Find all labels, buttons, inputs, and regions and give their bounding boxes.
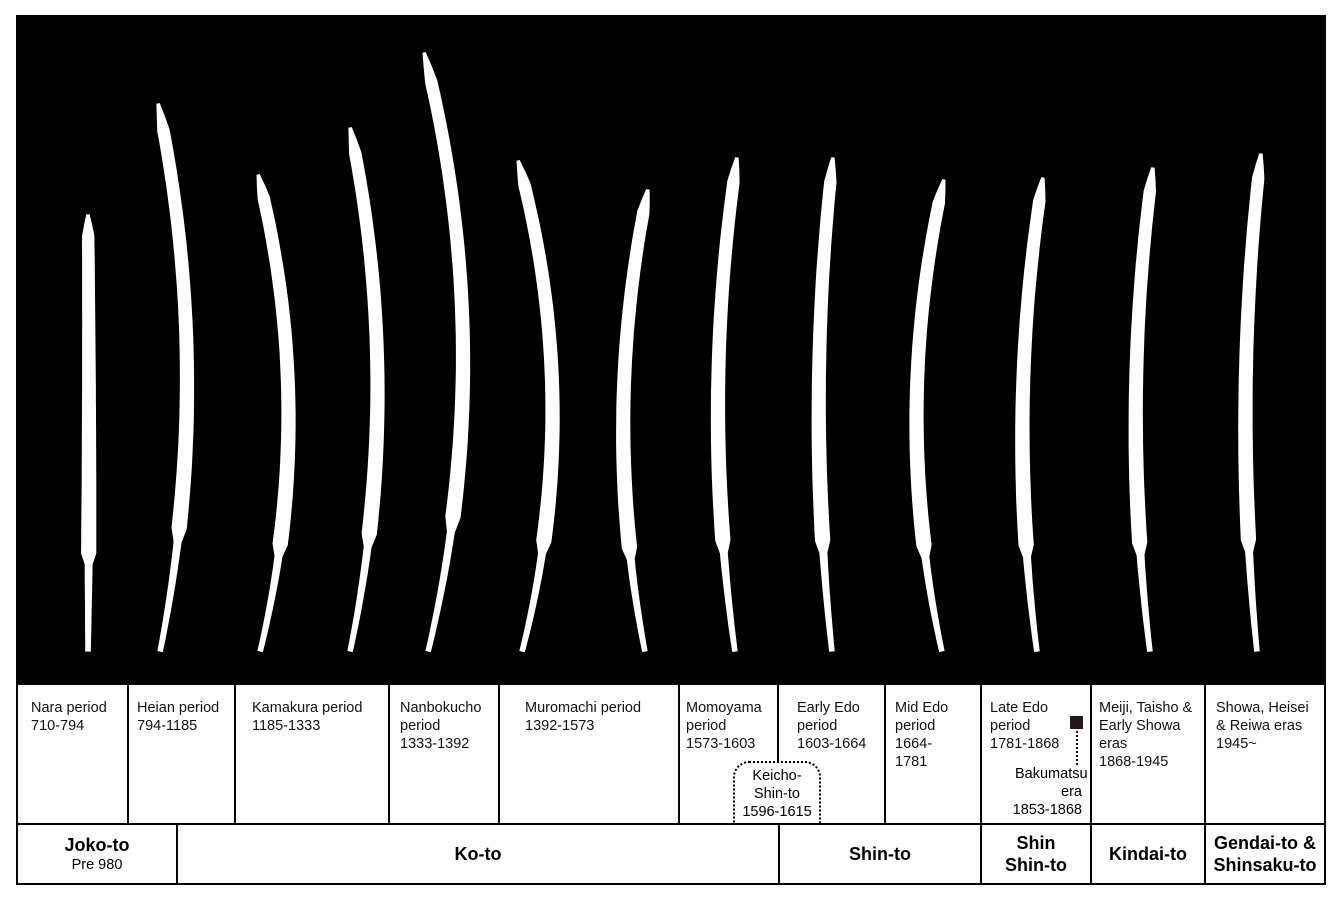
period-kamakura: Kamakura period 1185-1333 — [236, 685, 390, 823]
category-sub: Pre 980 — [71, 857, 123, 873]
category-shin-to: Shin-to — [780, 825, 982, 883]
keicho-shinto-label: Keicho-Shin-to 1596-1615 — [733, 761, 821, 823]
period-nanbokucho: Nanbokucho period 1333-1392 — [390, 685, 500, 823]
period-name: Mid Edo period — [895, 700, 949, 734]
bakumatsu-name: Bakumatsu era — [1015, 766, 1088, 800]
period-years: 1185-1333 — [252, 718, 321, 734]
period-years: 1781-1868 — [990, 736, 1060, 752]
sword-7 — [615, 188, 651, 654]
period-years: 1392-1573 — [525, 718, 595, 734]
sword-10 — [908, 178, 947, 654]
period-nara: Nara period 710-794 — [18, 685, 129, 823]
period-name: Momoyama period — [686, 700, 762, 734]
category-name: Shin-to — [849, 844, 911, 864]
bakumatsu-years: 1853-1868 — [1012, 802, 1082, 818]
category-name: Shin Shin-to — [1005, 833, 1067, 875]
period-showa-heisei-reiwa: Showa, Heisei & Reiwa eras 1945~ — [1206, 685, 1324, 823]
period-name: Showa, Heisei & Reiwa eras — [1216, 700, 1309, 734]
period-muromachi: Muromachi period 1392-1573 — [500, 685, 680, 823]
sword-2 — [155, 102, 195, 654]
bakumatsu-connector — [1076, 731, 1078, 765]
sword-8 — [710, 156, 741, 653]
category-gendai-shinsaku-to: Gendai-to & Shinsaku-to — [1206, 825, 1324, 883]
period-momoyama: Momoyama period 1573-1603 — [680, 685, 779, 823]
keicho-years: 1596-1615 — [742, 804, 812, 820]
period-name: Late Edo period — [990, 700, 1049, 734]
sword-9 — [810, 156, 838, 653]
sword-12 — [1127, 166, 1157, 653]
period-name: Early Edo period — [797, 700, 860, 734]
sword-6 — [515, 159, 561, 654]
period-name: Heian period — [137, 700, 220, 716]
period-years: 1664-1781 — [895, 736, 933, 770]
sword-3 — [255, 173, 297, 654]
period-meiji-taisho-showa: Meiji, Taisho & Early Showa eras 1868-194… — [1092, 685, 1206, 823]
period-name: Nara period — [31, 700, 107, 716]
period-years: 1868-1945 — [1099, 754, 1169, 770]
period-years: 710-794 — [31, 718, 85, 734]
period-years: 1603-1664 — [797, 736, 867, 752]
category-name: Ko-to — [454, 844, 502, 864]
period-name: Meiji, Taisho & Early Showa eras — [1099, 700, 1193, 752]
category-name: Joko-to — [64, 835, 130, 855]
sword-1 — [80, 213, 98, 653]
category-kindai-to: Kindai-to — [1092, 825, 1206, 883]
category-shin-shin-to: Shin Shin-to — [982, 825, 1092, 883]
sword-illustration-panel — [16, 15, 1326, 683]
sword-5 — [421, 51, 472, 654]
sword-11 — [1014, 176, 1047, 653]
period-late-edo: Late Edo period 1781-1868 — [982, 685, 1092, 823]
sword-silhouettes — [80, 51, 1266, 654]
period-name: Nanbokucho period — [400, 700, 482, 734]
category-ko-to: Ko-to — [178, 825, 780, 883]
period-years: 794-1185 — [137, 718, 198, 734]
period-heian: Heian period 794-1185 — [128, 685, 236, 823]
keicho-name: Keicho-Shin-to — [752, 768, 802, 802]
period-name: Kamakura period — [252, 700, 363, 716]
period-years: 1945~ — [1216, 736, 1257, 752]
period-name: Muromachi period — [525, 700, 642, 716]
period-early-edo: Early Edo period 1603-1664 — [779, 685, 886, 823]
period-years: 1333-1392 — [400, 736, 470, 752]
category-name: Gendai-to & Shinsaku-to — [1213, 833, 1317, 875]
sword-4 — [346, 126, 386, 654]
period-years: 1573-1603 — [686, 736, 756, 752]
category-name: Kindai-to — [1109, 844, 1187, 864]
bakumatsu-marker-icon — [1070, 716, 1083, 729]
sword-13 — [1237, 152, 1266, 653]
bakumatsu-label: Bakumatsu era 1853-1868 — [995, 765, 1088, 819]
